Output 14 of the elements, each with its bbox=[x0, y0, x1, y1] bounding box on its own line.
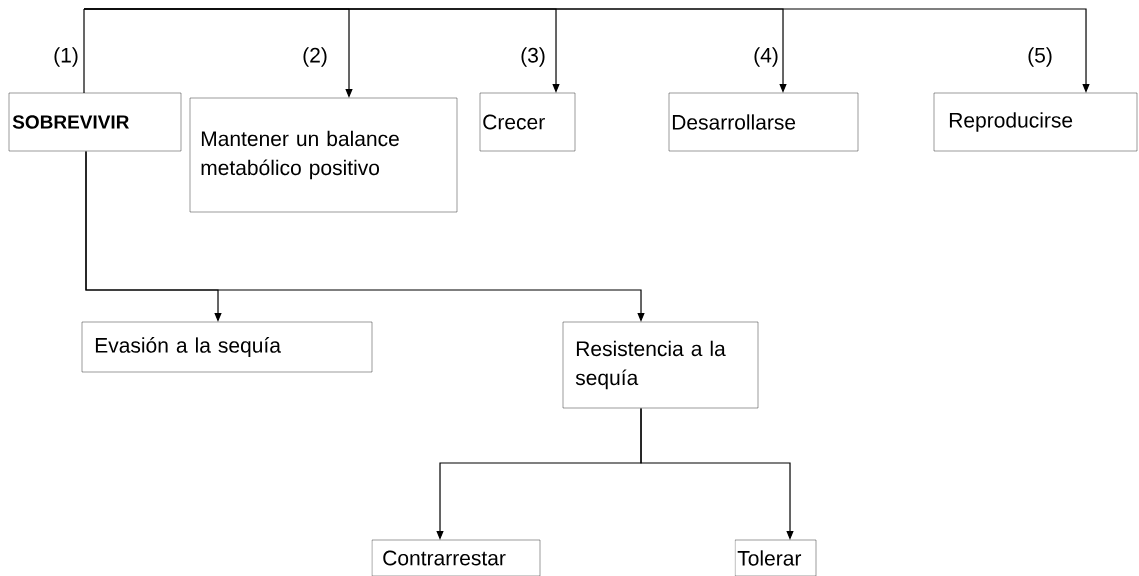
step-number: (5) bbox=[1028, 47, 1052, 67]
flow-box: SOBREVIVIR bbox=[8, 92, 182, 152]
step-number: (4) bbox=[754, 47, 778, 67]
flow-box: Tolerar bbox=[734, 539, 817, 576]
flow-box: Contrarrestar bbox=[371, 539, 541, 576]
flow-box: Reproducirse bbox=[933, 92, 1138, 152]
flow-box: Mantener un balance metabólico positivo bbox=[189, 97, 458, 213]
step-number: (1) bbox=[54, 47, 78, 67]
step-number: (2) bbox=[303, 47, 327, 67]
flow-box: Desarrollarse bbox=[668, 92, 859, 152]
flow-box: Crecer bbox=[479, 92, 576, 152]
step-number: (3) bbox=[521, 47, 545, 67]
flow-box: Evasión a la sequía bbox=[81, 321, 373, 373]
flow-box: Resistencia a la sequía bbox=[562, 321, 759, 409]
